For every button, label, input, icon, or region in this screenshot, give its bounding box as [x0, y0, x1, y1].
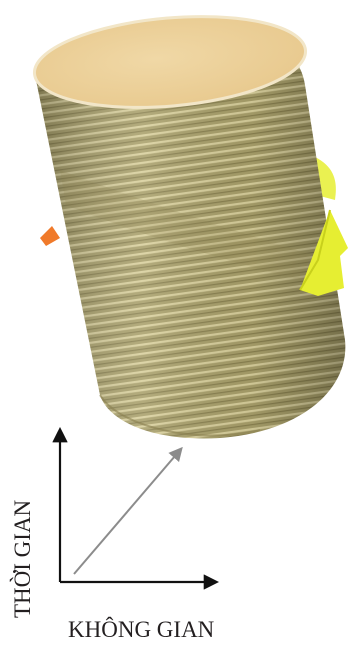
tilted-cylinder [31, 6, 346, 438]
worldline-arrow [74, 449, 181, 574]
y-axis-label: THỜI GIAN [9, 499, 35, 618]
orange-accent-shape [40, 226, 60, 246]
spacetime-axes [60, 430, 216, 582]
x-axis-label: KHÔNG GIAN [68, 616, 215, 642]
